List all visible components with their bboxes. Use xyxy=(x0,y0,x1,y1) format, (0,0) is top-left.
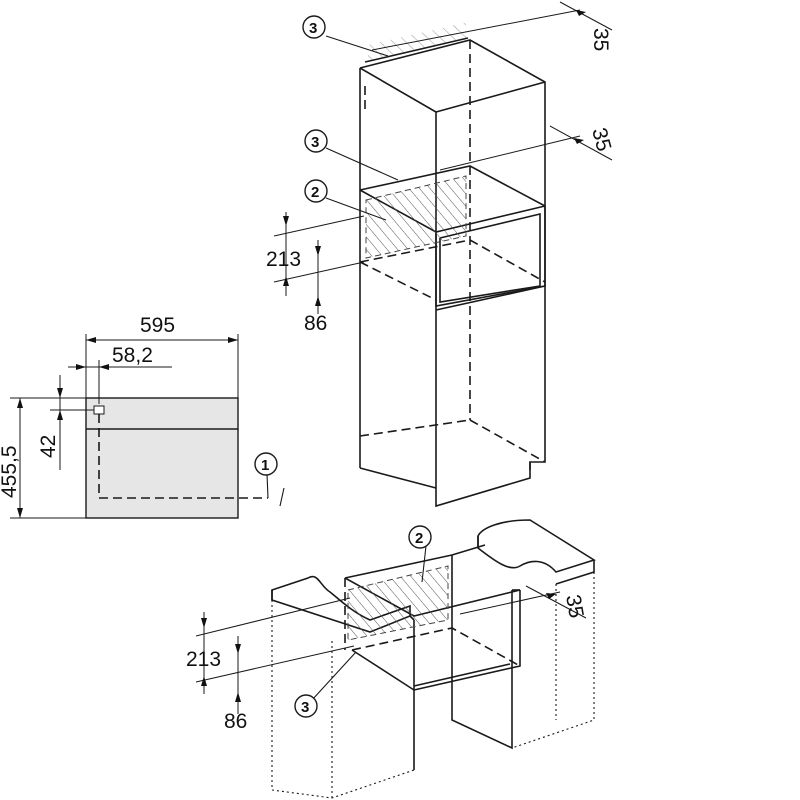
svg-text:2: 2 xyxy=(415,530,423,547)
svg-text:2: 2 xyxy=(311,184,319,201)
offset-label: 58,2 xyxy=(112,344,153,367)
tall-unit-cabinet: 35 35 213 86 3 3 2 xyxy=(266,1,615,508)
connector-height-label: 42 xyxy=(37,435,60,458)
appliance-front-panel xyxy=(85,397,239,519)
callout-3-base xyxy=(294,694,318,718)
base-gap-label: 213 xyxy=(186,648,221,671)
base-bottom-label: 86 xyxy=(224,710,247,733)
connector-icon xyxy=(93,405,105,415)
base-depth-label: 35 xyxy=(561,593,588,620)
svg-text:3: 3 xyxy=(301,699,309,716)
tall-gap-label: 213 xyxy=(266,248,301,271)
top-depth-label: 35 xyxy=(589,28,612,51)
base-unit-cabinet: 35 213 86 2 3 xyxy=(186,519,596,799)
callout-1 xyxy=(254,452,278,476)
callout-3-mid xyxy=(304,129,328,153)
cable-path xyxy=(98,414,268,499)
svg-text:3: 3 xyxy=(309,20,317,37)
tall-bottom-label: 86 xyxy=(304,312,327,335)
front-view: 595 58,2 455,5 42 1 xyxy=(0,314,285,519)
callout-3-top xyxy=(302,15,326,39)
callout-2-base xyxy=(408,525,432,549)
svg-text:1: 1 xyxy=(261,457,269,474)
width-label: 595 xyxy=(140,314,175,337)
height-label: 455,5 xyxy=(0,445,21,498)
callout-2-tall xyxy=(304,179,328,203)
mid-depth-label: 35 xyxy=(587,125,615,154)
svg-text:3: 3 xyxy=(311,134,319,151)
